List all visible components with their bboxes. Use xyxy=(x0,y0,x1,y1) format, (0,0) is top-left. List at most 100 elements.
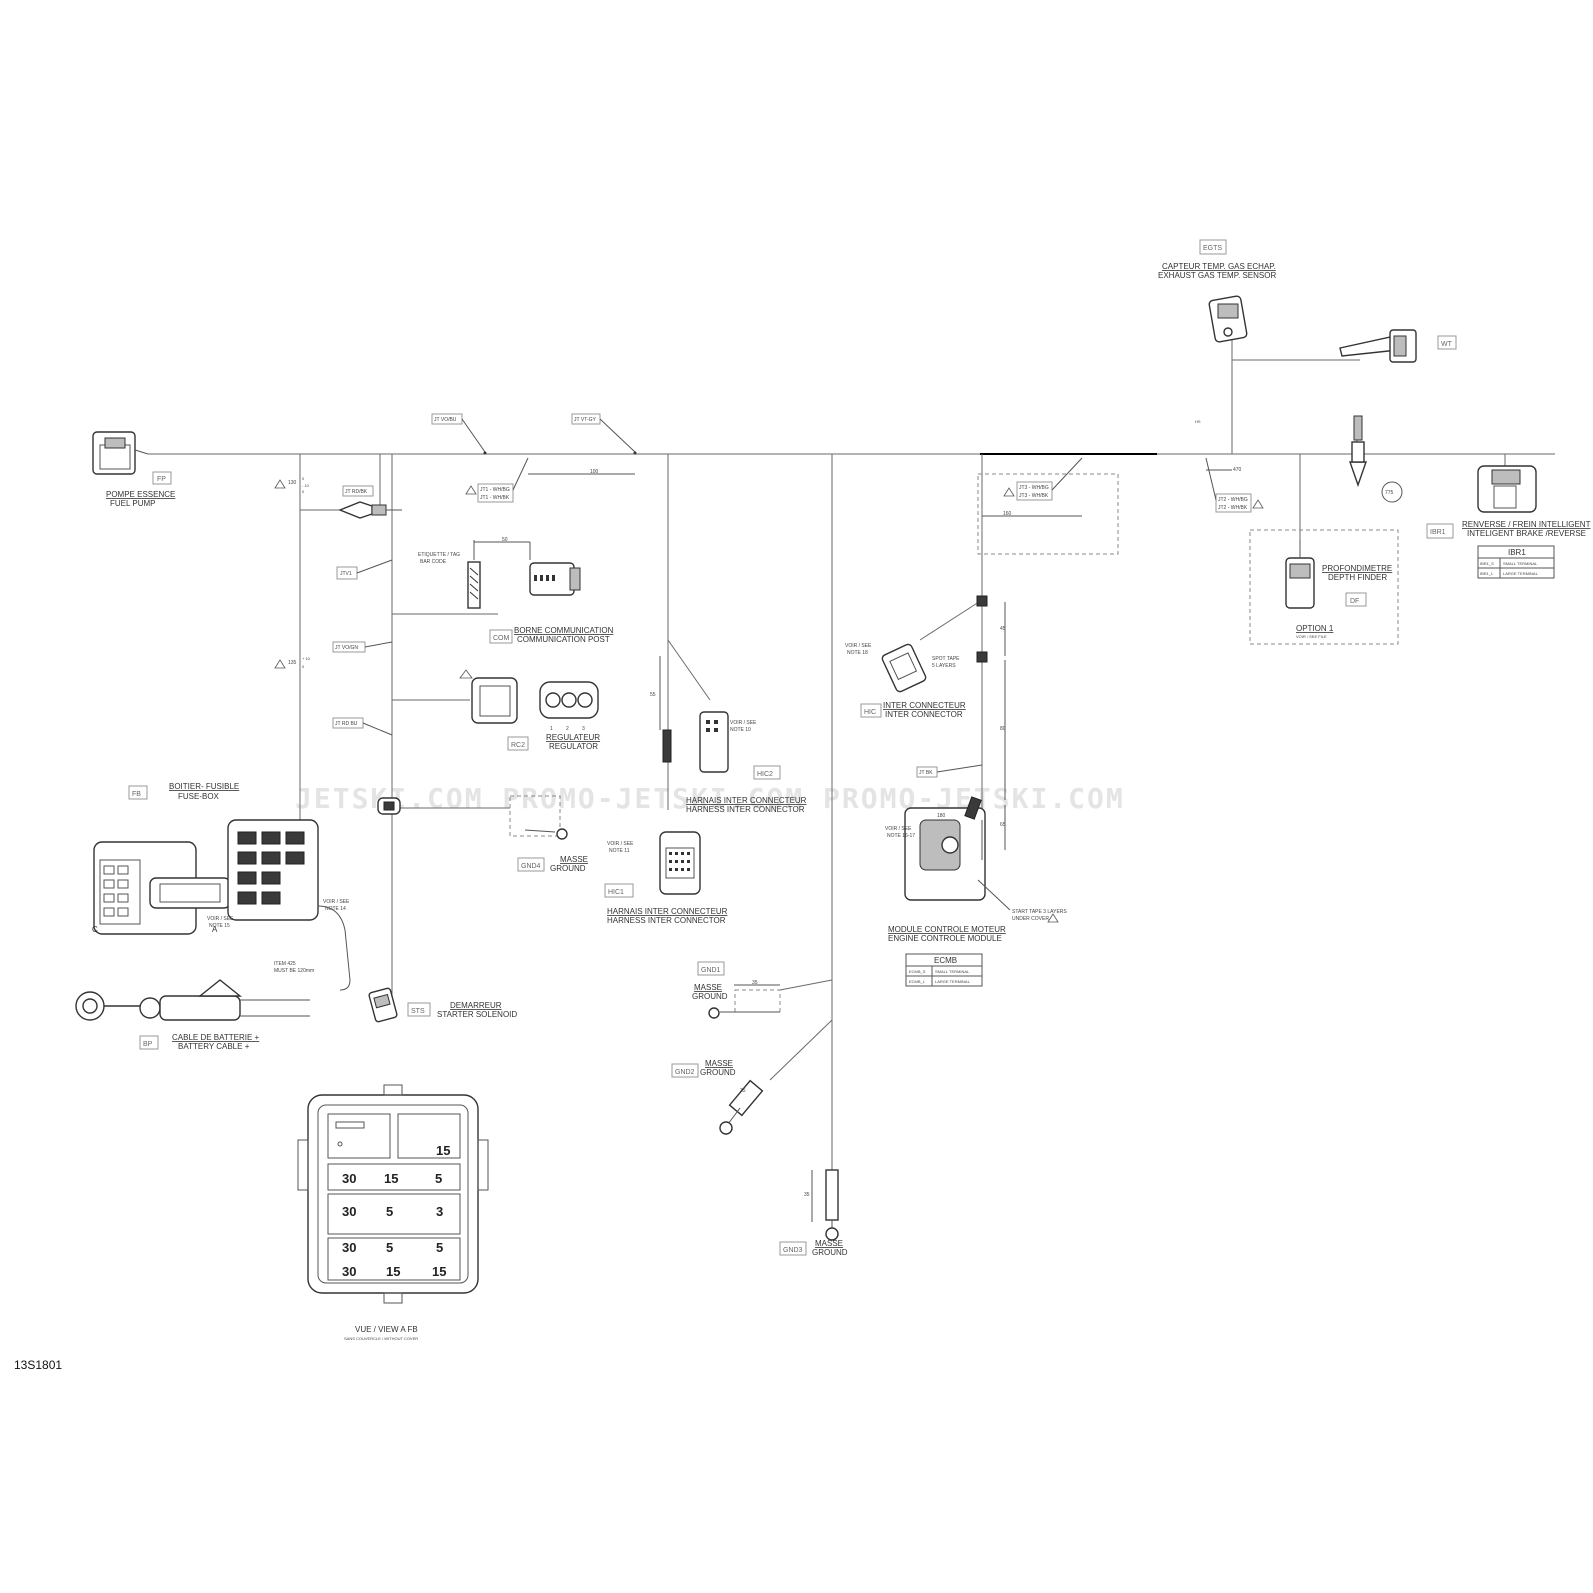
com-en: COMMUNICATION POST xyxy=(517,635,610,644)
depth-code: DF xyxy=(1350,598,1359,605)
egts-en: EXHAUST GAS TEMP. SENSOR xyxy=(1158,271,1276,280)
reg-pin-3: 3 xyxy=(582,726,585,732)
ground-3: 35 GND3 MASSE GROUND xyxy=(779,1169,848,1257)
hic2-note1: VOIR / SEE xyxy=(730,720,757,726)
option-note: VOIR / SEE FILE xyxy=(1296,634,1327,639)
fusebox-note-b2: NOTE 15 xyxy=(209,923,230,929)
jt-vo-bu: JT VO/BU xyxy=(434,417,457,423)
ecm-dim: 180 xyxy=(937,813,946,819)
item-775: 775 xyxy=(1385,490,1394,496)
ibr-table-title: IBR1 xyxy=(1508,548,1526,557)
hic2-fr: HARNAIS INTER CONNECTEUR xyxy=(686,796,807,805)
inter-connector: VOIR / SEE NOTE 18 SPOT TAPE 5 LAYERS HI… xyxy=(845,595,988,719)
hic-code: HIC xyxy=(864,709,876,716)
fuse-5a: 5 xyxy=(435,1171,442,1186)
fuel-pump-en: FUEL PUMP xyxy=(110,499,156,508)
harness-inter-connector-2: VOIR / SEE NOTE 10 HIC2 HARNAIS INTER CO… xyxy=(662,711,807,814)
ecm-note2: NOTE 16-17 xyxy=(887,833,915,839)
fusebox-note-a1: VOIR / SEE xyxy=(323,899,350,905)
hic1-code: HIC1 xyxy=(608,889,624,896)
fuse-5c: 5 xyxy=(386,1240,393,1255)
gnd1-fr: MASSE xyxy=(694,983,722,992)
ecm-tape1: START TAPE 3 LAYERS xyxy=(1012,909,1067,915)
battery-cable: BP CABLE DE BATTERIE + BATTERY CABLE + xyxy=(75,979,310,1051)
depth-en: DEPTH FINDER xyxy=(1328,573,1387,582)
ecm-en: ENGINE CONTROLE MODULE xyxy=(888,934,1002,943)
starter-solenoid: STS DEMARREUR STARTER SOLENOID xyxy=(368,987,517,1023)
ecm-tape2: UNDER COVER xyxy=(1012,916,1049,922)
tag-barcode: ETIQUETTE / TAG BAR CODE 50 xyxy=(418,537,531,609)
ibr-row2-code: IBR1_L xyxy=(1480,571,1494,576)
jt-vt-gy: JT VT-GY xyxy=(574,417,597,423)
fuse-30a: 30 xyxy=(342,1171,356,1186)
ecm-row1-code: ECMB_S xyxy=(909,969,926,974)
dimensions: 130 0 - 10 0 135 + 10 0 100 160 470 55 4… xyxy=(274,467,1242,850)
hic2-code: HIC2 xyxy=(757,771,773,778)
inline-sensor xyxy=(338,501,402,519)
fuse-15b: 15 xyxy=(384,1171,398,1186)
ground-2: GND2 MASSE GROUND 35 xyxy=(671,1059,764,1135)
com-code: COM xyxy=(493,635,510,642)
ibr-en: INTELIGENT BRAKE /REVERSE xyxy=(1467,529,1586,538)
dim-55: 55 xyxy=(650,692,656,698)
gnd2-dim: 35 xyxy=(740,1088,746,1094)
fuse-30c: 30 xyxy=(342,1240,356,1255)
trunk-connector xyxy=(377,797,401,815)
gnd1-dim: 35 xyxy=(752,980,758,986)
jt-bk: JT BK xyxy=(919,770,933,776)
dim-135-tol2: 0 xyxy=(302,664,305,669)
ibr-fr: RENVERSE / FREIN INTELLIGENT xyxy=(1462,520,1591,529)
regulator-en: REGULATOR xyxy=(549,742,598,751)
jt3-option-box xyxy=(977,473,1119,555)
starter-code: STS xyxy=(411,1008,425,1015)
fuse-15a: 15 xyxy=(436,1143,450,1158)
dim-130: 130 xyxy=(288,480,297,486)
jt-rd-bk: JT RD/BK xyxy=(345,489,368,495)
fuse-30d: 30 xyxy=(342,1264,356,1279)
fuse-5d: 5 xyxy=(436,1240,443,1255)
ibr-code: IBR1 xyxy=(1430,529,1446,536)
jtv1: JTV1 xyxy=(340,571,352,577)
ecm-fr: MODULE CONTROLE MOTEUR xyxy=(888,925,1006,934)
gnd2-code: GND2 xyxy=(675,1069,695,1076)
hic-en: INTER CONNECTOR xyxy=(885,710,963,719)
ecm-row2-code: ECMB_L xyxy=(909,979,926,984)
hic1-note2: NOTE 11 xyxy=(609,848,630,854)
ecm-row2-desc: LARGE TERMINAL xyxy=(935,979,971,984)
watermark: JETSKI.COM PROMO-JETSKI.COM PROMO-JETSKI… xyxy=(295,782,1125,815)
gnd3-code: GND3 xyxy=(783,1247,803,1254)
fuel-pump-fr: POMPE ESSENCE xyxy=(106,490,175,499)
gnd3-en: GROUND xyxy=(812,1248,848,1257)
splice-labels: JT VO/BU JT VT-GY JT1 - WH/BG JT1 - WH/B… xyxy=(332,413,1264,778)
ibr-row2-desc: LARGE TERMINAL xyxy=(1503,571,1539,576)
fusebox-fr: BOITIER- FUSIBLE xyxy=(169,782,239,791)
dim-160: 160 xyxy=(1003,511,1012,517)
dim-130-tol3: 0 xyxy=(302,489,305,494)
jt-vo-gn: JT VO/GN xyxy=(335,645,358,651)
fuel-pump-code: FP xyxy=(157,476,166,483)
fuse-5b: 5 xyxy=(386,1204,393,1219)
gnd1-en: GROUND xyxy=(692,992,728,1001)
fuse-box-view-a: 15 30 15 5 30 5 3 30 5 5 30 15 15 VUE / … xyxy=(297,1084,489,1341)
jt3-a: JT3 - WH/BG xyxy=(1019,485,1049,491)
jt1-b: JT1 - WH/BK xyxy=(480,495,510,501)
battery-code: BP xyxy=(143,1041,153,1048)
fusebox-item2: MUST BE 120mm xyxy=(274,968,314,974)
dim-80: 80 xyxy=(1000,726,1006,732)
figure-id: 13S1801 xyxy=(14,1358,62,1372)
jt-rd-bu: JT RD BU xyxy=(335,721,358,727)
option-title: OPTION 1 xyxy=(1296,624,1334,633)
ecm-table-title: ECMB xyxy=(934,956,957,965)
jt3-b: JT3 - WH/BK xyxy=(1019,493,1049,499)
fuse-15c: 15 xyxy=(386,1264,400,1279)
tag-l1: ETIQUETTE / TAG xyxy=(418,552,460,558)
dim-100: 100 xyxy=(590,469,599,475)
egts-fr: CAPTEUR TEMP. GAS ECHAP. xyxy=(1162,262,1276,271)
battery-fr: CABLE DE BATTERIE + xyxy=(172,1033,260,1042)
fusebox-note-a2: NOTE 14 xyxy=(325,906,346,912)
dim-135-tol1: + 10 xyxy=(302,656,311,661)
gnd2-en: GROUND xyxy=(700,1068,736,1077)
battery-en: BATTERY CABLE + xyxy=(178,1042,250,1051)
hs-label: HS xyxy=(1195,419,1201,424)
